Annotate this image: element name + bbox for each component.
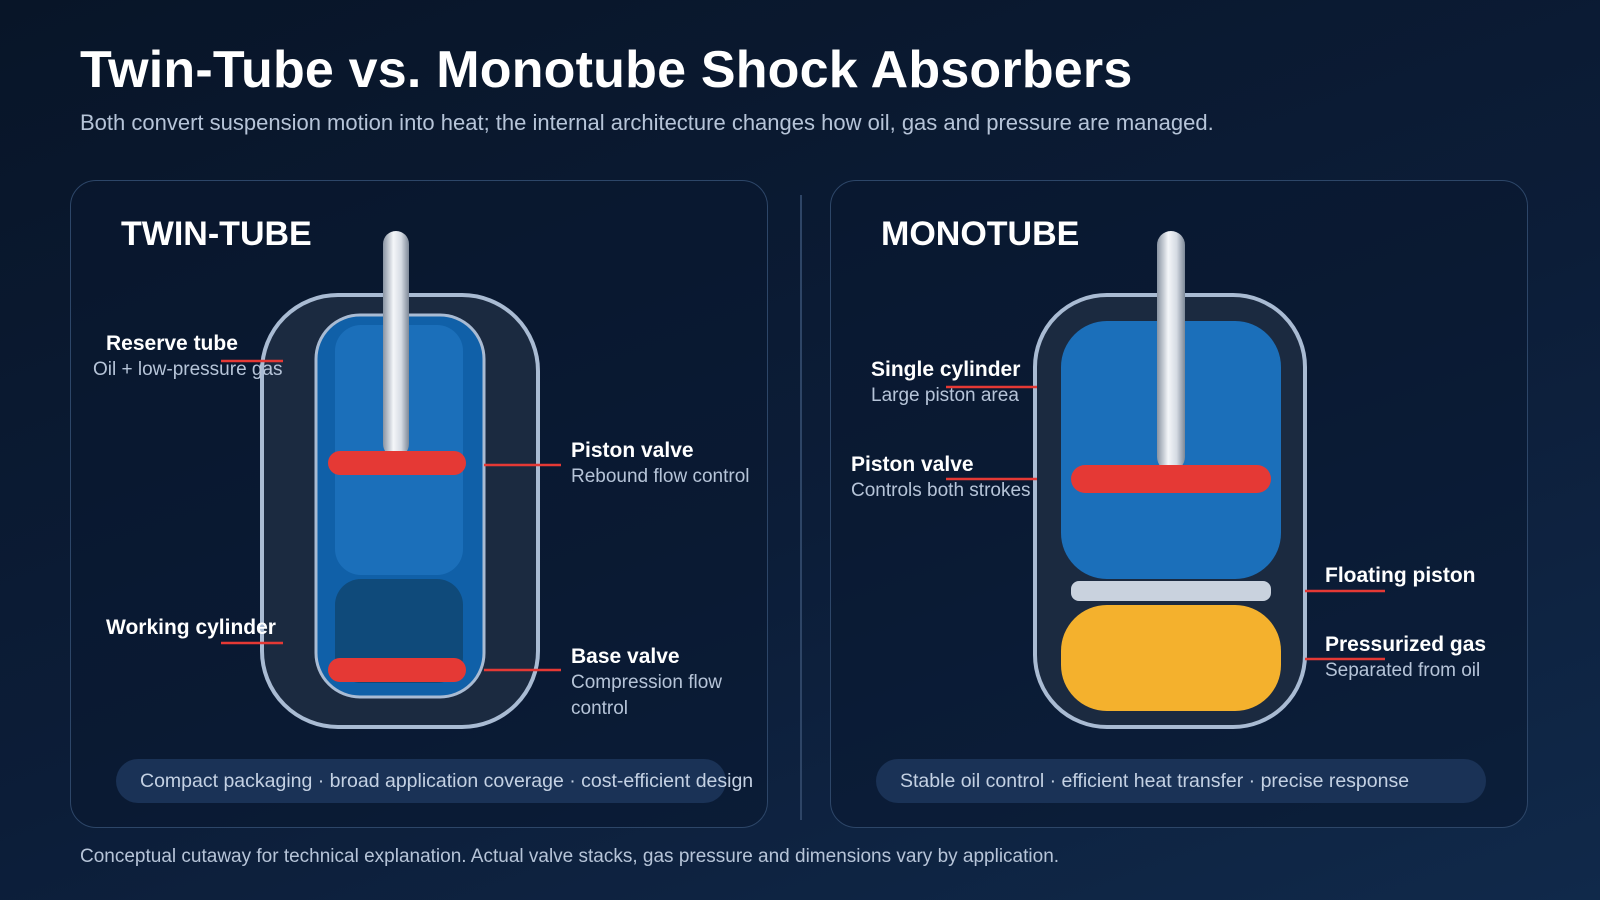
pressurized-gas-name: Pressurized gas [1325, 633, 1487, 656]
twin-tube-panel: TWIN-TUBE Reserve tube Oil + low-pr [70, 180, 768, 828]
twin-tube-summary: Compact packaging · broad application co… [116, 759, 753, 803]
piston-rod [383, 231, 409, 457]
floating-piston-label: Floating piston [1325, 563, 1475, 589]
monotube-piston-valve-name: Piston valve [851, 453, 974, 476]
working-cylinder-label: Working cylinder [106, 615, 276, 641]
monotube-panel: MONOTUBE Single cylinder Large pisto [830, 180, 1528, 828]
pressurized-gas-label: Pressurized gas Separated from oil [1325, 632, 1486, 684]
base-valve [328, 658, 466, 682]
base-valve-desc: Compression flow control [571, 672, 722, 719]
pressurized-gas-chamber [1061, 605, 1281, 711]
reserve-tube-desc-label: Oil + low-pressure gas [93, 357, 283, 383]
single-cylinder-name: Single cylinder [871, 358, 1021, 381]
piston-rod [1157, 231, 1185, 471]
piston-valve-name: Piston valve [571, 439, 694, 462]
pressurized-gas-desc: Separated from oil [1325, 660, 1481, 681]
reserve-tube-name: Reserve tube [106, 332, 238, 355]
base-valve-label: Base valve Compression flow control [571, 644, 767, 722]
piston-valve [1071, 465, 1271, 493]
reserve-tube-label: Reserve tube [106, 331, 238, 357]
piston-valve [328, 451, 466, 475]
page-title: Twin-Tube vs. Monotube Shock Absorbers [80, 41, 1133, 99]
working-cylinder-name: Working cylinder [106, 616, 276, 639]
reserve-tube-desc: Oil + low-pressure gas [93, 359, 283, 380]
single-cylinder-desc: Large piston area [871, 385, 1019, 406]
monotube-title: MONOTUBE [881, 215, 1080, 253]
monotube-summary: Stable oil control · efficient heat tran… [876, 759, 1486, 803]
monotube-diagram [946, 231, 1385, 729]
compression-chamber-oil [335, 579, 463, 683]
page-subtitle: Both convert suspension motion into heat… [80, 110, 1214, 135]
piston-valve-label: Piston valve Rebound flow control [571, 438, 750, 490]
piston-valve-desc: Rebound flow control [571, 466, 750, 487]
single-cylinder-label: Single cylinder Large piston area [871, 357, 1020, 409]
footnote: Conceptual cutaway for technical explana… [80, 846, 1060, 867]
twin-tube-diagram [221, 231, 561, 729]
monotube-piston-valve-desc: Controls both strokes [851, 480, 1031, 501]
monotube-piston-valve-label: Piston valve Controls both strokes [851, 452, 1031, 504]
twin-tube-title: TWIN-TUBE [121, 215, 312, 253]
floating-piston [1071, 581, 1271, 601]
floating-piston-name: Floating piston [1325, 564, 1476, 587]
panel-divider [800, 195, 802, 820]
base-valve-name: Base valve [571, 645, 680, 668]
